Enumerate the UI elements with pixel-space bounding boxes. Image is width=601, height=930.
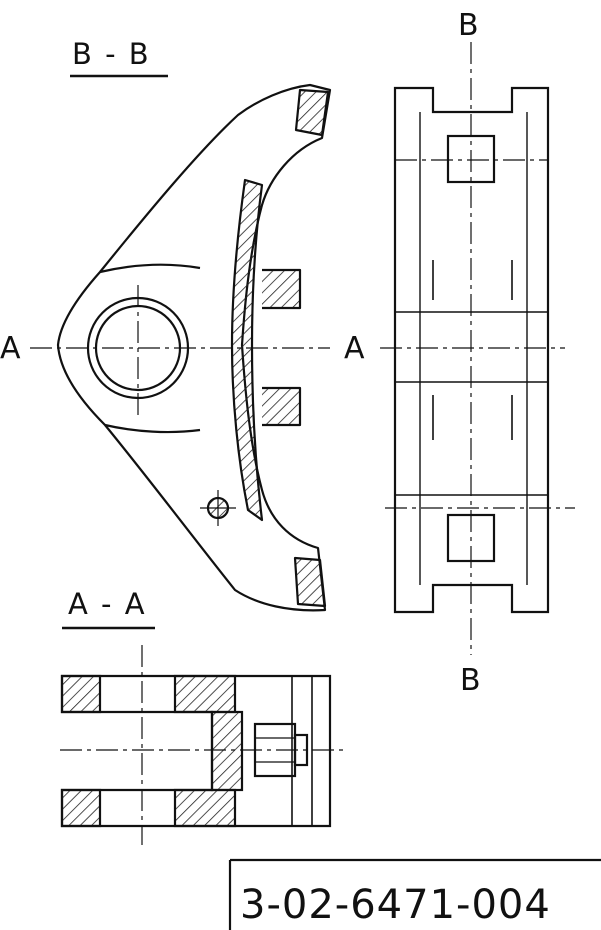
side-centerlines (380, 42, 575, 655)
front-centerlines (30, 285, 330, 415)
cut-b-bottom-label: B (460, 663, 481, 698)
side-outline (393, 86, 550, 614)
aa-centerlines (60, 645, 348, 845)
hub-bottom-edge (104, 423, 201, 434)
section-aa-label: A - A (68, 587, 147, 621)
cut-b-top-label: B (458, 8, 479, 43)
section-aa-title: A - A (62, 587, 155, 630)
section-bb-label: B - B (72, 37, 151, 71)
upper-lug (262, 268, 302, 310)
rib-section-hatch (230, 178, 264, 522)
cut-a-right-label: A (344, 331, 365, 366)
cut-a-left-label: A (0, 331, 21, 366)
lower-lug (262, 386, 302, 427)
section-bb-title: B - B (70, 37, 168, 78)
hub-top-edge (99, 263, 201, 274)
part-number: 3-02-6471-004 (240, 882, 551, 928)
top-tip-hatch (294, 88, 330, 137)
title-block: 3-02-6471-004 (228, 858, 601, 930)
section-aa-view (60, 674, 332, 828)
bottom-tip-hatch (293, 556, 327, 608)
